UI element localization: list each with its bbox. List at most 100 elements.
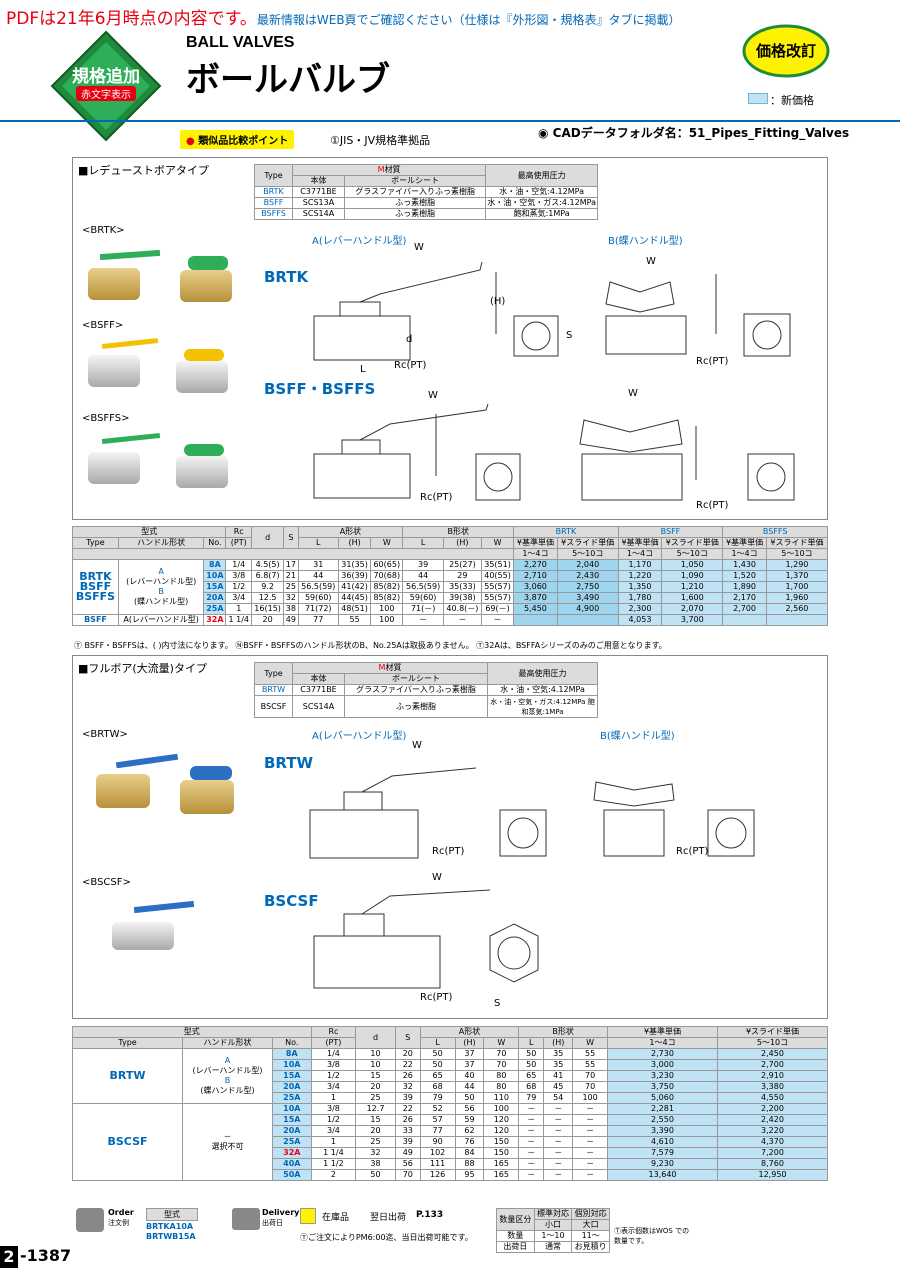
page-ref: P.133 [416, 1210, 444, 1220]
photo-brtk [80, 240, 240, 310]
dim-w-2b: W [628, 388, 638, 399]
label-bsff: <BSFF> [82, 320, 124, 331]
similar-compare-label: ● 類似品比較ポイント [180, 130, 295, 149]
page-title: ボールバルブ [186, 60, 390, 100]
dim-w-1: W [414, 242, 424, 253]
dim-rc-3: Rc(PT) [432, 846, 465, 857]
label-bscsf: <BSCSF> [82, 877, 131, 888]
spec-added-badge: 規格追加 赤文字表示 [48, 28, 164, 144]
diag-brtk-title: BRTK [264, 268, 309, 286]
dim-w-3: W [412, 740, 422, 751]
dim-rc-2b: Rc(PT) [696, 500, 729, 511]
diagram-bsff-a [313, 403, 521, 501]
stock-box-icon [300, 1208, 316, 1224]
diagram-bscsf [313, 889, 539, 989]
dim-rc-3b: Rc(PT) [676, 846, 709, 857]
diagram-section2 [309, 767, 755, 989]
diagram-brtw-b [593, 781, 755, 857]
header-divider [0, 120, 900, 122]
delivery-jp: 出荷日 [262, 1219, 283, 1227]
photo-bsffs [80, 428, 240, 498]
diagram-section1 [313, 261, 795, 501]
ship-next-day: 翌日出荷 [370, 1213, 407, 1223]
notice-blue: 最新情報はWEB頁でご確認ください（仕様は『外形図・規格表』タブに掲載） [256, 13, 681, 27]
photo-bscsf [104, 896, 195, 956]
dim-rc-2: Rc(PT) [420, 492, 453, 503]
badge-line2: 赤文字表示 [76, 86, 136, 101]
dim-rc-4: Rc(PT) [420, 992, 453, 1003]
new-price-swatch [748, 93, 768, 104]
dim-w-4: W [432, 872, 442, 883]
order-example-1: BRTKA10A [146, 1222, 194, 1231]
dim-w-1b: W [646, 256, 656, 267]
price-badge-shape [742, 24, 830, 78]
delivery-note: Ⓣご注文によりPM6:00迄、当日出荷可能です。 [300, 1233, 473, 1242]
section2-title: ■フルボア(大流量)タイプ [78, 662, 207, 675]
section1-title: ■レデューストボアタイプ [78, 164, 209, 177]
new-price-legend: ：新価格 [770, 94, 814, 107]
order-model-header: 型式 [146, 1208, 198, 1221]
notice-red: PDFは21年6月時点の内容です。 [6, 9, 257, 29]
section2-panel [72, 655, 828, 1019]
cad-folder: ◉ CADデータフォルダ名：51_Pipes_Fitting_Valves [538, 126, 850, 140]
badge-line1: 規格追加 [72, 67, 140, 87]
diag2-a-label: A(レバーハンドル型) [312, 731, 407, 742]
diagram-bsff-b [579, 419, 795, 501]
order-label: Order [108, 1208, 134, 1217]
wos-note: Ⓣ表示個数はWOS での数量です。 [614, 1227, 690, 1245]
diagram-brtk-b [605, 274, 791, 357]
dim-w-2: W [428, 390, 438, 401]
dim-h-1: (H) [490, 296, 506, 307]
truck-icon [232, 1208, 260, 1230]
photo-brtw [90, 750, 250, 820]
diag-bsff-title: BSFF・BSFFS [264, 380, 376, 398]
diag2-b-label: B(蝶ハンドル型) [600, 731, 675, 742]
price-revised-badge: 価格改訂 [742, 24, 830, 78]
header-en: BALL VALVES [186, 34, 295, 51]
standard-note: ①JIS・JV規格準拠品 [330, 134, 431, 147]
delivery-label: Delivery [262, 1208, 300, 1217]
photo-bsff [80, 335, 240, 405]
diag1-b-label: B(蝶ハンドル型) [608, 236, 683, 247]
pin-icon: ● [186, 136, 195, 147]
order-example-2: BRTWB15A [146, 1232, 196, 1241]
diagram-brtk-a [313, 261, 559, 361]
label-brtk: <BRTK> [82, 225, 125, 236]
order-jp: 注文例 [108, 1219, 129, 1227]
section1-panel [72, 157, 828, 520]
price-badge-text: 価格改訂 [755, 42, 816, 60]
dim-rc-1b: Rc(PT) [696, 356, 729, 367]
page-section: 2 [0, 1246, 18, 1268]
stock-label: 在庫品 [322, 1213, 350, 1223]
dim-l-1: L [360, 364, 366, 375]
dim-d-1: d [406, 334, 413, 345]
page-number: -1387 [20, 1246, 72, 1265]
diagram-brtw-a [309, 767, 547, 859]
order-icon [76, 1208, 104, 1232]
diag-bscsf-title: BSCSF [264, 892, 319, 910]
table1-note: Ⓣ BSFF・BSFFSは、( )内寸法になります。 ⓃBSFF・BSFFSのハ… [74, 641, 667, 650]
notice: PDFは21年6月時点の内容です。最新情報はWEB頁でご確認ください（仕様は『外… [6, 4, 681, 29]
label-brtw: <BRTW> [82, 729, 128, 740]
dim-s-4: S [494, 998, 501, 1009]
diag-brtw-title: BRTW [264, 754, 314, 772]
diag1-a-label: A(レバーハンドル型) [312, 236, 407, 247]
dim-rc-1: Rc(PT) [394, 360, 427, 371]
